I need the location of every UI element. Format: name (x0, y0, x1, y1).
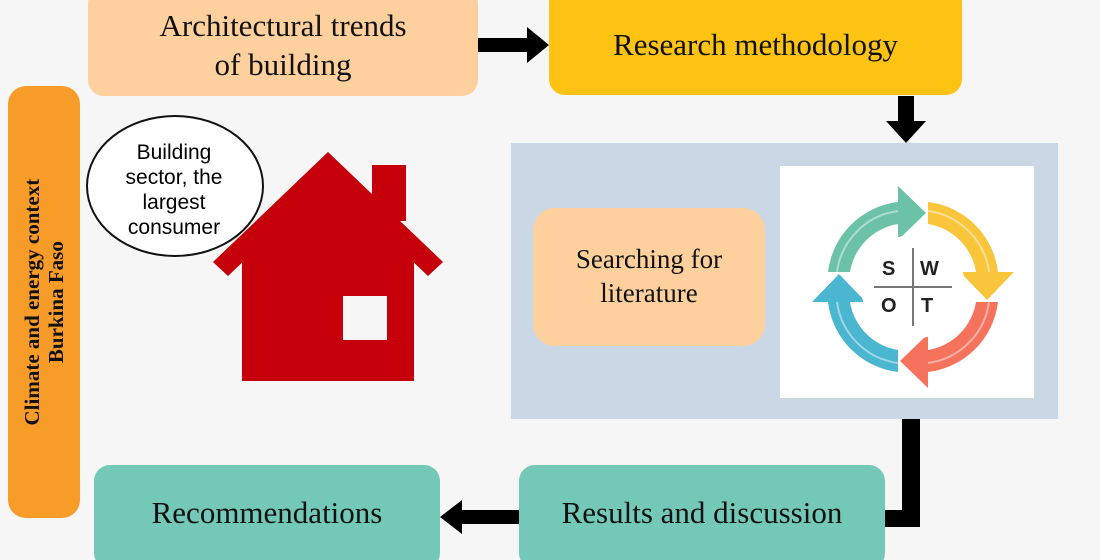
building-sector-bubble: Building sector, the largest consumer (86, 115, 264, 257)
research-methodology-label: Research methodology (613, 26, 898, 62)
searching-literature-line-1: Searching for (575, 244, 723, 275)
architectural-trends-line-1: Architectural trends (159, 8, 407, 44)
searching-literature-box: Searching for literature (533, 208, 765, 346)
bubble-line-1: Building (136, 140, 212, 164)
swot-card: S W O T (780, 166, 1034, 398)
bubble-line-4: consumer (127, 216, 221, 240)
recommendations-label: Recommendations (151, 495, 383, 530)
arrow-panel-to-results (885, 419, 920, 527)
climate-context-line-1: Climate and energy context (19, 178, 44, 426)
searching-literature-line-2: literature (600, 278, 698, 308)
bubble-line-2: sector, the (125, 165, 223, 189)
results-discussion-label: Results and discussion (561, 495, 843, 530)
results-discussion-box: Results and discussion (519, 465, 885, 560)
arrow-method-to-panel (886, 96, 926, 143)
recommendations-box: Recommendations (94, 465, 440, 560)
architectural-trends-line-2: of building (214, 47, 352, 82)
swot-letter-s: S (882, 258, 895, 280)
climate-context-line-2: Burkina Faso (44, 241, 69, 363)
architectural-trends-box: Architectural trends of building (88, 0, 478, 96)
bubble-line-3: largest (142, 191, 206, 214)
swot-letter-t: T (921, 295, 933, 317)
swot-letter-w: W (920, 258, 939, 280)
arrow-results-to-recommendations (440, 500, 519, 534)
swot-letter-o: O (881, 295, 897, 317)
climate-context-label: Climate and energy context Burkina Faso (20, 179, 68, 426)
research-methodology-box: Research methodology (549, 0, 962, 95)
swot-cycle-icon: S W O T (812, 186, 1014, 388)
arrow-arch-to-method (478, 27, 549, 63)
climate-context-bar: Climate and energy context Burkina Faso (8, 86, 80, 518)
